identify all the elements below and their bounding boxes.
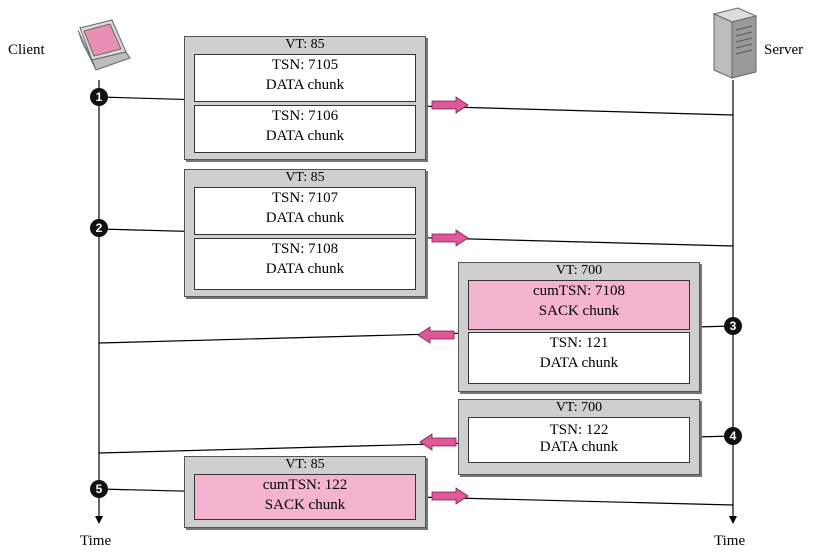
client-label: Client	[8, 42, 45, 58]
step-marker-1: 1	[90, 88, 108, 106]
packet-vt-label: VT: 85	[285, 170, 325, 185]
packet-vt-label: VT: 85	[285, 457, 325, 472]
sack-chunk: cumTSN: 122 SACK chunk	[194, 474, 416, 520]
step-marker-2: 2	[90, 219, 108, 237]
chunk-type: DATA chunk	[265, 261, 345, 277]
chunk-cumtsn: cumTSN: 7108	[532, 283, 626, 299]
direction-arrow-right-icon	[431, 96, 469, 114]
client-time-label: Time	[80, 533, 112, 549]
packet-4: VT: 700 TSN: 122 DATA chunk	[458, 399, 700, 475]
data-chunk: TSN: 7106 DATA chunk	[194, 105, 416, 153]
chunk-tsn: TSN: 7107	[271, 190, 339, 206]
direction-arrow-right-icon	[431, 229, 469, 247]
packet-vt-label: VT: 85	[285, 37, 325, 52]
laptop-icon	[77, 19, 131, 71]
chunk-cumtsn: cumTSN: 122	[262, 477, 348, 493]
server-label: Server	[764, 42, 804, 58]
sack-chunk: cumTSN: 7108 SACK chunk	[468, 280, 690, 330]
packet-2: VT: 85 TSN: 7107 DATA chunk TSN: 7108 DA…	[184, 169, 426, 297]
packet-5: VT: 85 cumTSN: 122 SACK chunk	[184, 456, 426, 528]
chunk-tsn: TSN: 7108	[271, 241, 339, 257]
data-chunk: TSN: 122 DATA chunk	[468, 417, 690, 463]
server-time-label: Time	[714, 533, 746, 549]
data-chunk: TSN: 121 DATA chunk	[468, 332, 690, 384]
chunk-type: DATA chunk	[539, 355, 619, 371]
step-marker-5: 5	[90, 480, 108, 498]
data-chunk: TSN: 7107 DATA chunk	[194, 187, 416, 235]
chunk-type: DATA chunk	[265, 210, 345, 226]
chunk-tsn: TSN: 7105	[271, 57, 339, 73]
chunk-tsn: TSN: 122	[549, 422, 609, 438]
step-marker-3: 3	[724, 317, 742, 335]
chunk-type: DATA chunk	[539, 439, 619, 455]
packet-vt-label: VT: 700	[555, 400, 603, 415]
chunk-type: SACK chunk	[538, 303, 620, 319]
chunk-tsn: TSN: 7106	[271, 108, 339, 124]
data-chunk: TSN: 7108 DATA chunk	[194, 238, 416, 290]
direction-arrow-left-icon	[419, 433, 457, 451]
direction-arrow-right-icon	[431, 487, 469, 505]
packet-1: VT: 85 TSN: 7105 DATA chunk TSN: 7106 DA…	[184, 36, 426, 160]
direction-arrow-left-icon	[417, 326, 455, 344]
chunk-type: DATA chunk	[265, 77, 345, 93]
chunk-tsn: TSN: 121	[549, 335, 609, 351]
chunk-type: DATA chunk	[265, 128, 345, 144]
packet-3: VT: 700 cumTSN: 7108 SACK chunk TSN: 121…	[458, 262, 700, 392]
data-chunk: TSN: 7105 DATA chunk	[194, 54, 416, 102]
chunk-type: SACK chunk	[264, 497, 346, 513]
server-icon	[712, 7, 758, 79]
step-marker-4: 4	[724, 427, 742, 445]
packet-vt-label: VT: 700	[555, 263, 603, 278]
